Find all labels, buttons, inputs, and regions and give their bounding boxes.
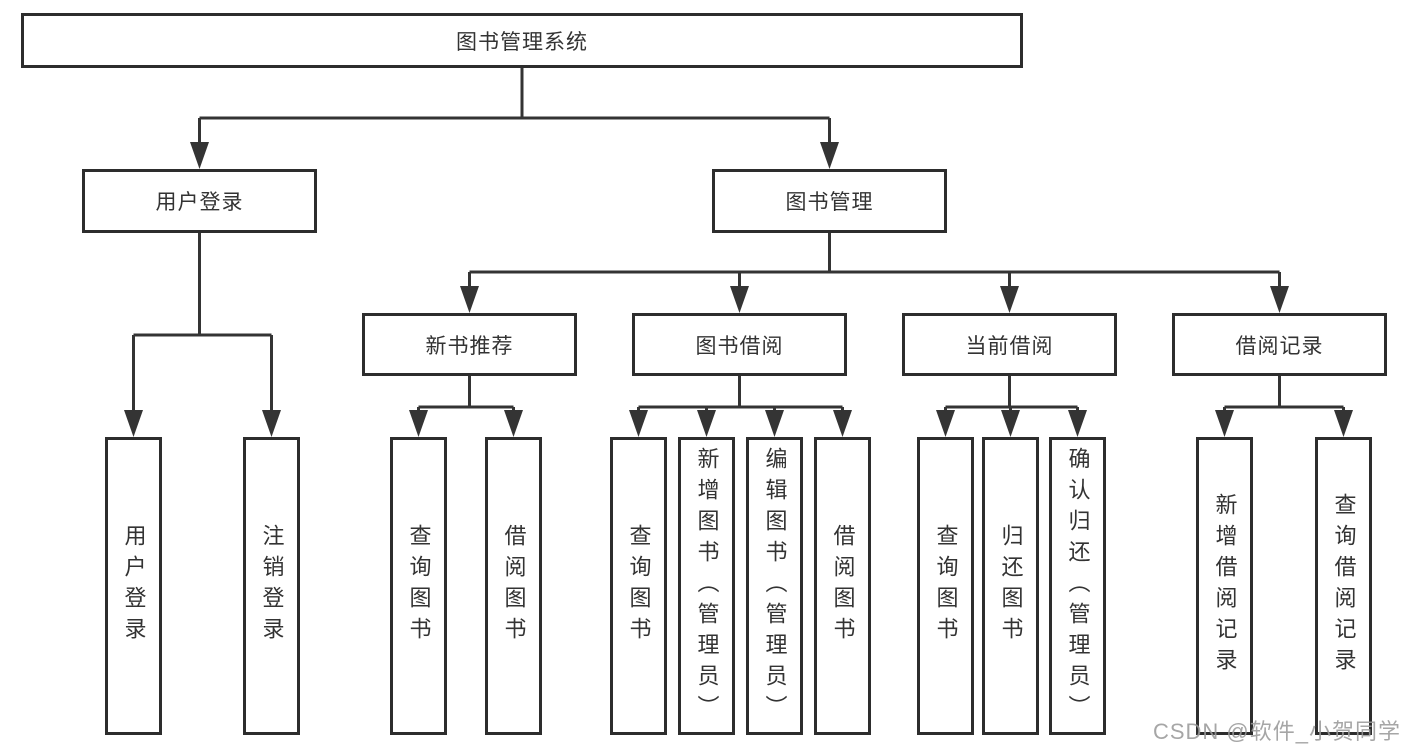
node-label: 归还图书 <box>998 524 1024 648</box>
leaf-logout: 注销登录 <box>243 437 300 735</box>
arrowheads <box>124 142 1353 437</box>
group-borrowing-records: 借阅记录 <box>1172 313 1387 376</box>
node-label: 查询图书 <box>626 524 652 648</box>
group-book-borrowing: 图书借阅 <box>632 313 847 376</box>
node-label: 新增借阅记录 <box>1212 493 1238 679</box>
leaf-current-confirm-return-admin: 确认归还（管理员） <box>1049 437 1106 735</box>
node-label: 确认归还（管理员） <box>1065 446 1091 726</box>
node-label: 用户登录 <box>121 524 147 648</box>
node-label: 图书借阅 <box>695 334 784 358</box>
node-label: 新增图书（管理员） <box>694 446 720 726</box>
node-label: 查询图书 <box>933 524 959 648</box>
connector-root-to-level2 <box>198 68 831 148</box>
leaf-records-query-record: 查询借阅记录 <box>1315 437 1372 735</box>
group-current-borrowing: 当前借阅 <box>902 313 1117 376</box>
node-label: 借阅图书 <box>830 524 856 648</box>
node-label: 借阅记录 <box>1235 334 1324 358</box>
connector-borrowing-records <box>1223 376 1345 417</box>
node-label: 注销登录 <box>259 524 285 648</box>
node-label: 图书管理 <box>785 191 874 214</box>
leaf-borrow-add-book-admin: 新增图书（管理员） <box>678 437 735 735</box>
leaf-records-add-record: 新增借阅记录 <box>1196 437 1253 735</box>
leaf-current-return-book: 归还图书 <box>982 437 1039 735</box>
branch-book-management: 图书管理 <box>712 169 947 233</box>
connector-new-book-recommend <box>417 376 515 417</box>
leaf-recommend-query-book: 查询图书 <box>390 437 447 735</box>
node-label: 当前借阅 <box>965 334 1054 358</box>
node-label: 查询图书 <box>406 524 432 648</box>
node-label: 查询借阅记录 <box>1331 493 1357 679</box>
node-label: 图书管理系统 <box>456 30 588 54</box>
leaf-user-login: 用户登录 <box>105 437 162 735</box>
node-label: 新书推荐 <box>425 334 514 358</box>
node-book-management-system: 图书管理系统 <box>21 13 1023 68</box>
connector-user-login-to-leaves <box>132 233 273 416</box>
leaf-borrow-edit-book-admin: 编辑图书（管理员） <box>746 437 803 735</box>
node-label: 借阅图书 <box>501 524 527 648</box>
group-new-book-recommend: 新书推荐 <box>362 313 577 376</box>
watermark-text: CSDN @软件_小贺同学 <box>1152 719 1401 744</box>
connector-book-management-to-groups <box>468 233 1281 292</box>
connector-book-borrowing <box>637 376 844 417</box>
branch-user-login: 用户登录 <box>82 169 317 233</box>
leaf-borrow-borrow-book: 借阅图书 <box>814 437 871 735</box>
leaf-current-query-book: 查询图书 <box>917 437 974 735</box>
leaf-borrow-query-book: 查询图书 <box>610 437 667 735</box>
node-label: 编辑图书（管理员） <box>762 446 788 726</box>
leaf-recommend-borrow-book: 借阅图书 <box>485 437 542 735</box>
node-label: 用户登录 <box>155 191 244 214</box>
